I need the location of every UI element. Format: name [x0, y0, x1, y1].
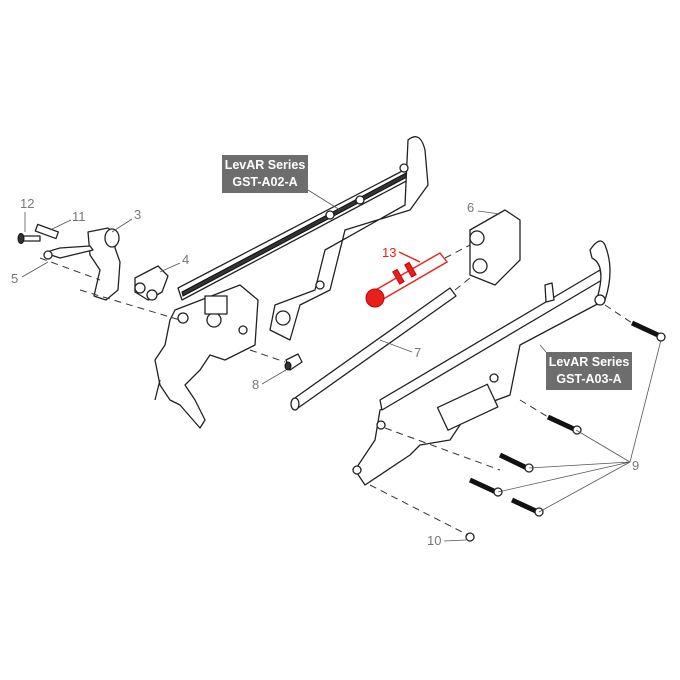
upper-receiver-label: LevAR Series GST-A02-A	[222, 155, 308, 193]
leader-lines	[21, 189, 662, 542]
callout-10: 10	[427, 533, 442, 548]
callout-13: 13	[382, 245, 397, 260]
lower-part-number: GST-A03-A	[556, 372, 622, 386]
lower-series-name: LevAR Series	[548, 355, 630, 369]
small-parts	[17, 209, 521, 411]
assembly-lines	[39, 244, 633, 536]
callout-5: 5	[11, 271, 19, 286]
lower-receiver-part	[352, 240, 611, 486]
upper-part-number: GST-A02-A	[232, 175, 298, 189]
callout-11: 11	[72, 209, 86, 224]
callout-12: 12	[20, 196, 35, 211]
part-6-block	[469, 209, 521, 286]
callout-9: 9	[632, 458, 640, 473]
part-13-highlighted	[365, 252, 449, 308]
callout-3: 3	[134, 207, 142, 222]
callout-7: 7	[414, 345, 422, 360]
upper-series-name: LevAR Series	[224, 158, 306, 172]
part-11-pin	[34, 223, 60, 240]
lower-receiver-label: LevAR Series GST-A03-A	[546, 352, 632, 390]
upper-receiver-part	[154, 136, 429, 429]
callout-6: 6	[467, 200, 475, 215]
callout-4: 4	[182, 252, 190, 267]
callout-8: 8	[252, 377, 260, 392]
